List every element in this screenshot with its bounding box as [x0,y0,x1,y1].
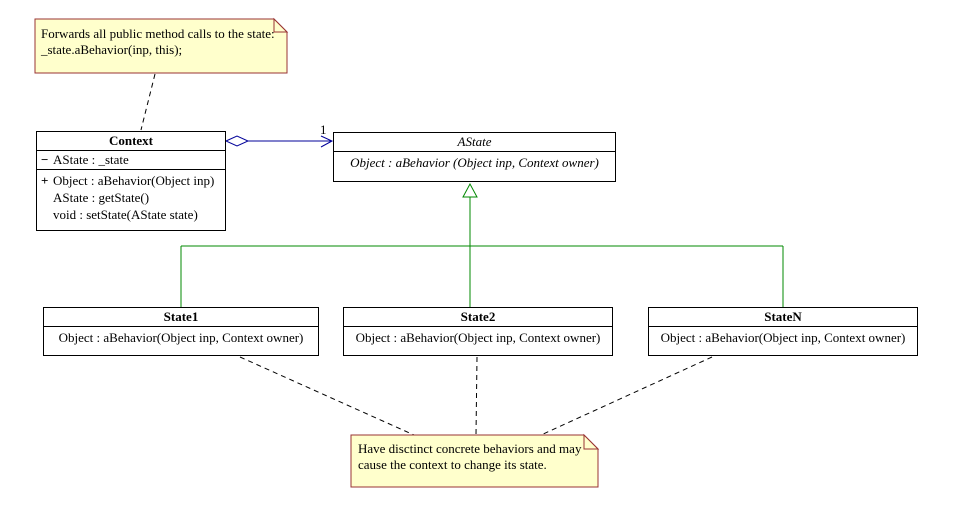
class-astate[interactable]: AState Object : aBehavior (Object inp, C… [333,132,616,182]
method-row: Object : aBehavior(Object inp, Context o… [344,329,612,346]
class-state2[interactable]: State2 Object : aBehavior(Object inp, Co… [343,307,613,356]
note-fold-icon [583,433,600,450]
method-row: Object : aBehavior (Object inp, Context … [334,154,615,171]
class-staten-methods: Object : aBehavior(Object inp, Context o… [649,327,917,346]
note-line: Have disctinct concrete behaviors and ma… [358,441,582,456]
method-row: Object : aBehavior(Object inp, Context o… [649,329,917,346]
method-text: Object : aBehavior(Object inp, Context o… [660,330,906,345]
class-staten[interactable]: StateN Object : aBehavior(Object inp, Co… [648,307,918,356]
note-line: cause the context to change its state. [358,457,547,472]
method-text: Object : aBehavior(Object inp) [53,173,215,188]
note-connector-state2[interactable] [475,356,478,436]
note-connector-state1[interactable] [239,356,415,436]
class-state1-title: State1 [44,308,318,327]
aggregation-diamond-icon [224,135,250,147]
note-connector-staten[interactable] [540,356,713,436]
generalization-triangle-icon [462,182,478,198]
class-state2-methods: Object : aBehavior(Object inp, Context o… [344,327,612,346]
class-staten-title: StateN [649,308,917,327]
note-behaviors-shape[interactable] [350,434,599,488]
attribute-row: − AState : _state [37,151,225,169]
class-state2-title: State2 [344,308,612,327]
class-astate-title: AState [334,133,615,152]
class-context-attributes: − AState : _state [37,151,225,170]
note-connector-top[interactable] [140,73,156,131]
class-state1-methods: Object : aBehavior(Object inp, Context o… [44,327,318,346]
association-arrowhead-icon [320,135,334,148]
method-row: + Object : aBehavior(Object inp) [37,172,225,189]
method-text: void : setState(AState state) [53,207,198,222]
method-text: Object : aBehavior(Object inp, Context o… [58,330,304,345]
class-state1[interactable]: State1 Object : aBehavior(Object inp, Co… [43,307,319,356]
class-astate-methods: Object : aBehavior (Object inp, Context … [334,152,615,171]
note-fold-icon [273,17,289,33]
note-line: _state.aBehavior(inp, this); [41,42,183,57]
method-row: AState : getState() [37,189,225,206]
visibility-public-icon: + [41,173,49,188]
note-behaviors[interactable]: Have disctinct concrete behaviors and ma… [358,441,581,473]
attribute-text: AState : _state [53,152,129,167]
method-text: Object : aBehavior(Object inp, Context o… [355,330,601,345]
method-text: Object : aBehavior (Object inp, Context … [350,155,599,170]
visibility-private-icon: − [41,152,49,167]
class-context-methods: + Object : aBehavior(Object inp) AState … [37,170,225,223]
note-forwarding[interactable]: Forwards all public method calls to the … [41,26,275,58]
method-row: Object : aBehavior(Object inp, Context o… [44,329,318,346]
note-forwarding-shape[interactable] [34,18,288,74]
note-line: Forwards all public method calls to the … [41,26,275,41]
class-context-title: Context [37,132,225,151]
method-row: void : setState(AState state) [37,206,225,223]
method-text: AState : getState() [53,190,150,205]
multiplicity-label: 1 [320,122,327,137]
class-context[interactable]: Context − AState : _state + Object : aBe… [36,131,226,231]
